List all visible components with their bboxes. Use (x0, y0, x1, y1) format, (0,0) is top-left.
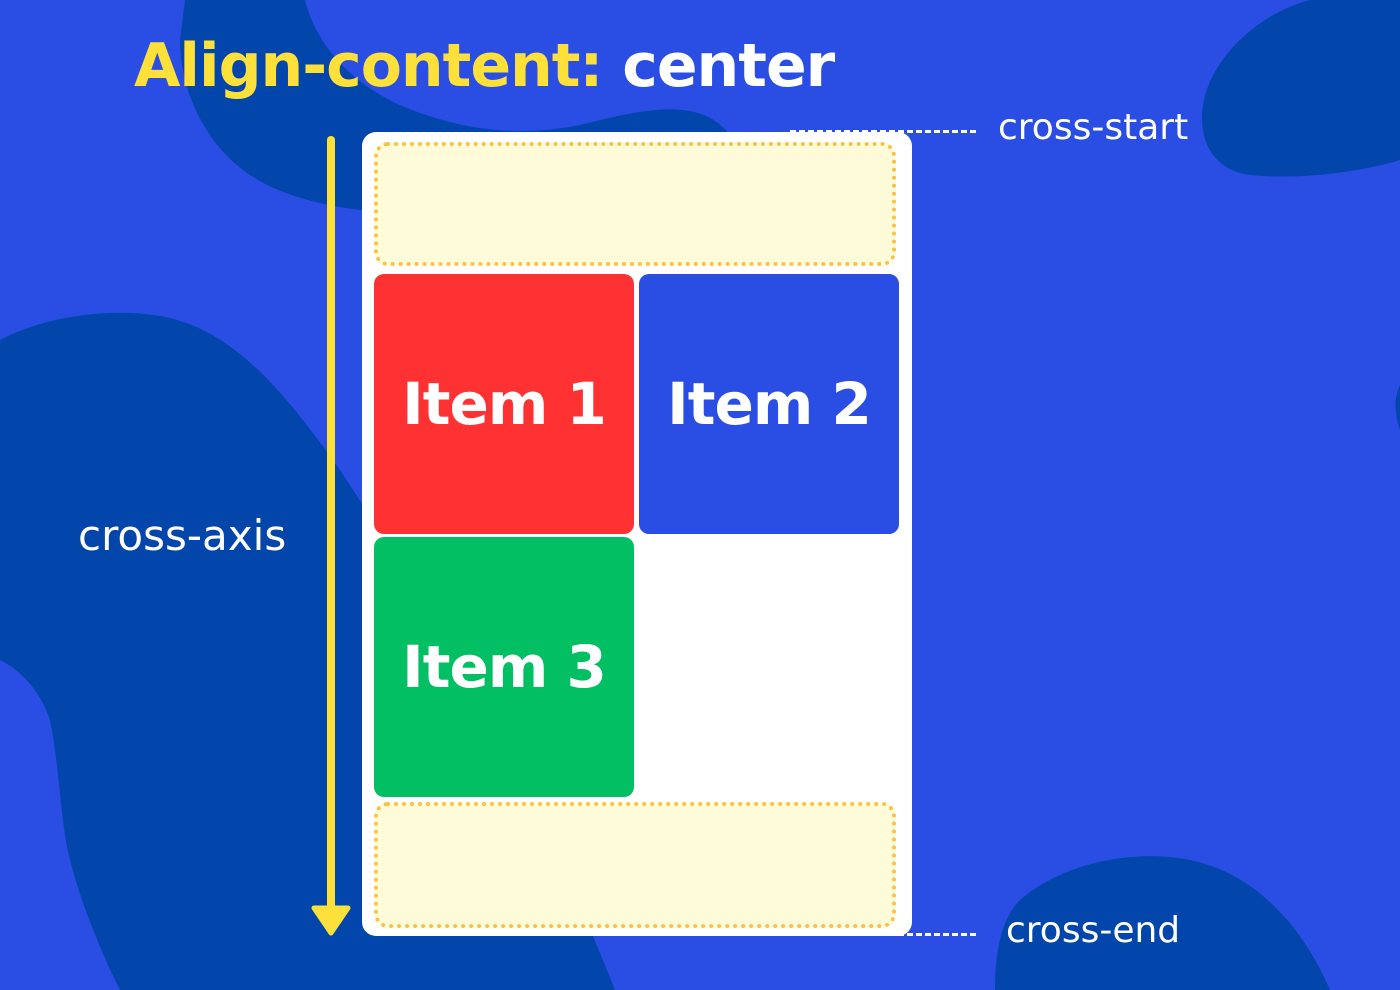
title-property: Align-content: (134, 31, 603, 101)
item-1: Item 1 (374, 274, 634, 534)
flex-container: Item 1 Item 2 Item 3 (362, 132, 912, 936)
page-title: Align-content: center (134, 26, 835, 106)
item-3: Item 3 (374, 537, 634, 797)
cross-start-guide (790, 130, 976, 133)
item-2: Item 2 (639, 274, 899, 534)
cross-axis-arrow-head (311, 905, 351, 936)
cross-end-label: cross-end (1006, 910, 1181, 951)
free-space-top (374, 142, 896, 266)
background-blob-right-edge (1395, 385, 1400, 430)
cross-start-label: cross-start (998, 107, 1189, 148)
free-space-bottom (374, 802, 896, 928)
cross-axis-label: cross-axis (78, 511, 287, 560)
background-blob-bottom-right (995, 856, 1330, 990)
background-blob-top-right (1202, 0, 1400, 177)
title-value: center (622, 31, 835, 101)
